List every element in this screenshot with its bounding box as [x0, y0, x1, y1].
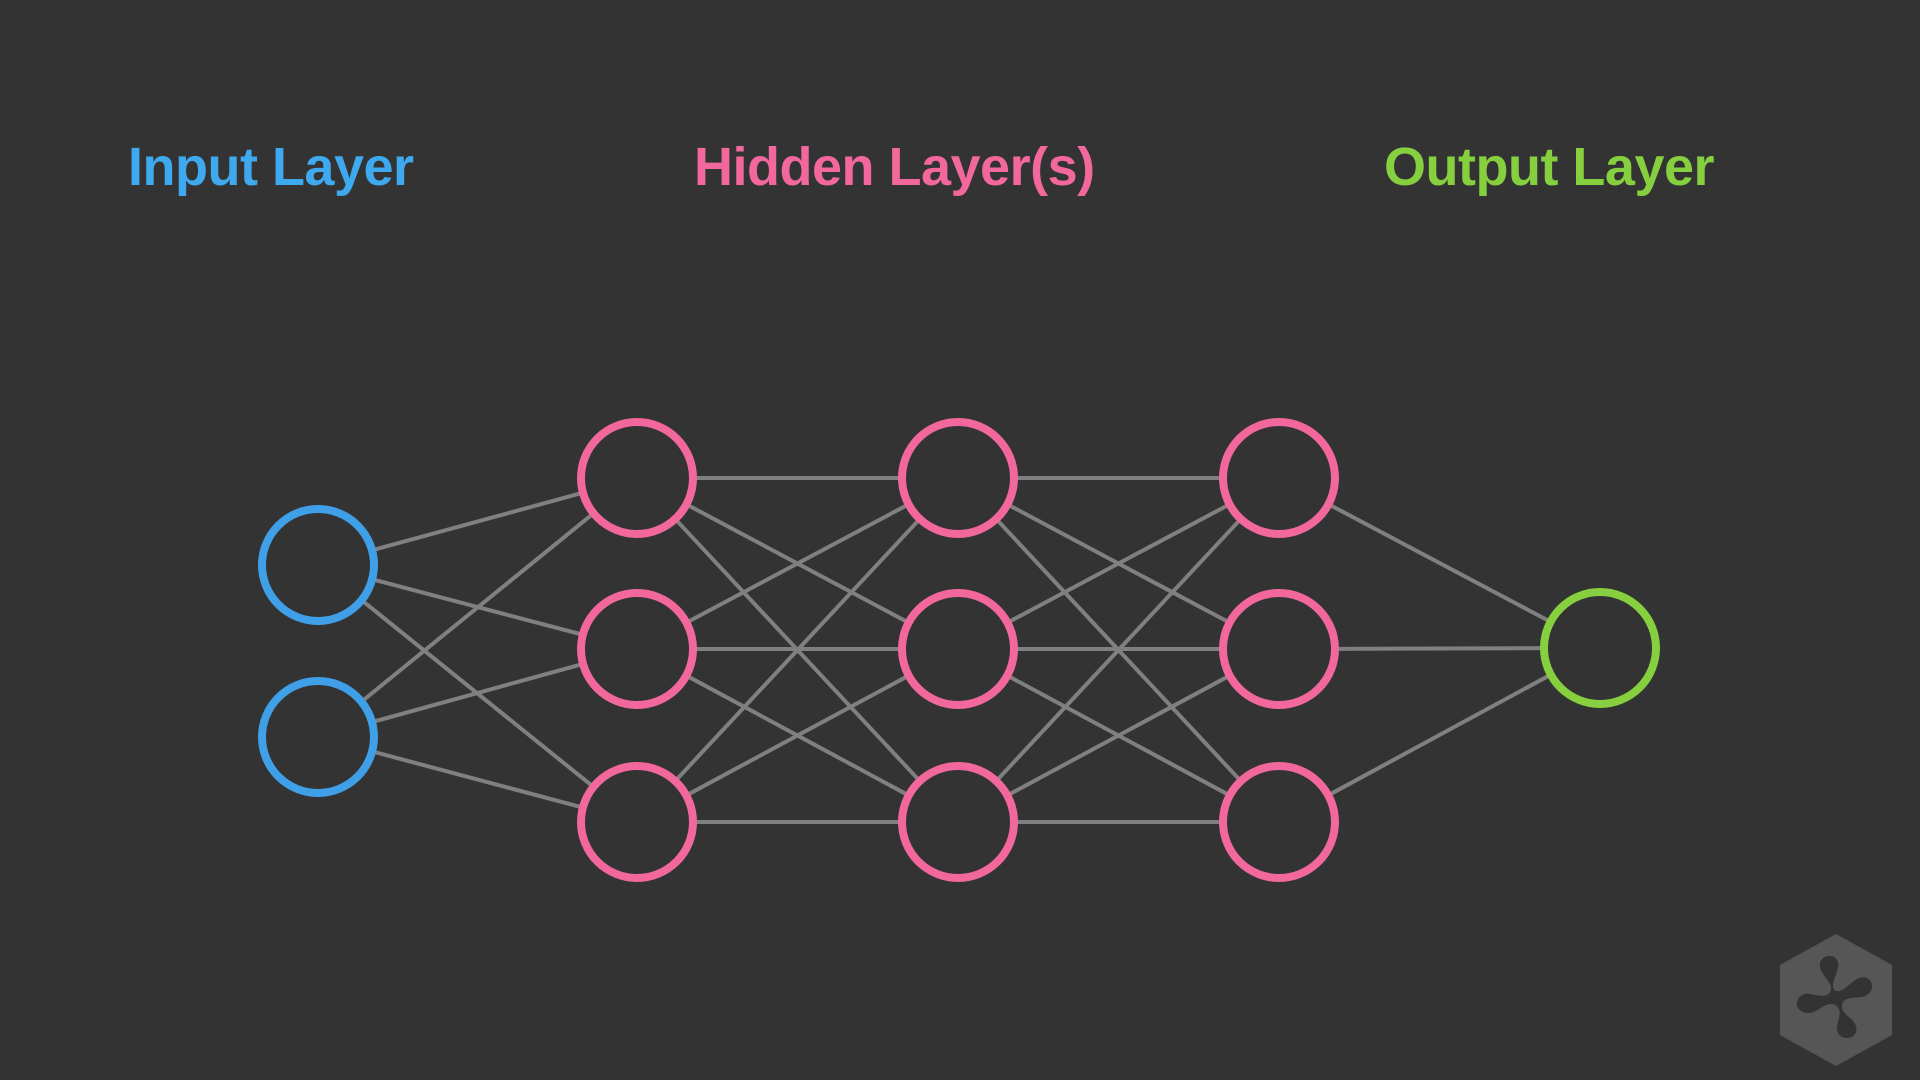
- nodes-group: [258, 418, 1660, 882]
- connection-edge: [684, 673, 911, 798]
- hidden-node[interactable]: [577, 589, 697, 709]
- edges-group: [359, 476, 1553, 824]
- connection-edge: [370, 749, 585, 810]
- connection-edge: [684, 502, 911, 625]
- hidden-node[interactable]: [898, 589, 1018, 709]
- output-node[interactable]: [1540, 588, 1660, 708]
- connection-edge: [1005, 502, 1232, 625]
- connection-edge: [1326, 502, 1553, 624]
- input-node[interactable]: [258, 505, 378, 625]
- input-layer-label: Input Layer: [128, 137, 414, 197]
- output-layer-label: Output Layer: [1384, 137, 1715, 197]
- hidden-node[interactable]: [577, 418, 697, 538]
- hexagon-logo-icon: [1780, 934, 1892, 1066]
- hidden-node[interactable]: [898, 418, 1018, 538]
- connection-edge: [359, 511, 596, 704]
- hidden-node[interactable]: [1219, 418, 1339, 538]
- hidden-node[interactable]: [577, 762, 697, 882]
- hidden-node[interactable]: [1219, 762, 1339, 882]
- hidden-node[interactable]: [898, 762, 1018, 882]
- connection-edge: [370, 490, 585, 553]
- connection-edge: [369, 661, 586, 725]
- connection-edge: [673, 516, 922, 784]
- connection-edge: [1326, 672, 1553, 798]
- hidden-layer-label: Hidden Layer(s): [694, 137, 1095, 197]
- connection-edge: [1005, 673, 1232, 798]
- input-node[interactable]: [258, 677, 378, 797]
- connection-edge: [1332, 646, 1547, 651]
- connection-edge: [994, 516, 1243, 784]
- hidden-node[interactable]: [1219, 589, 1339, 709]
